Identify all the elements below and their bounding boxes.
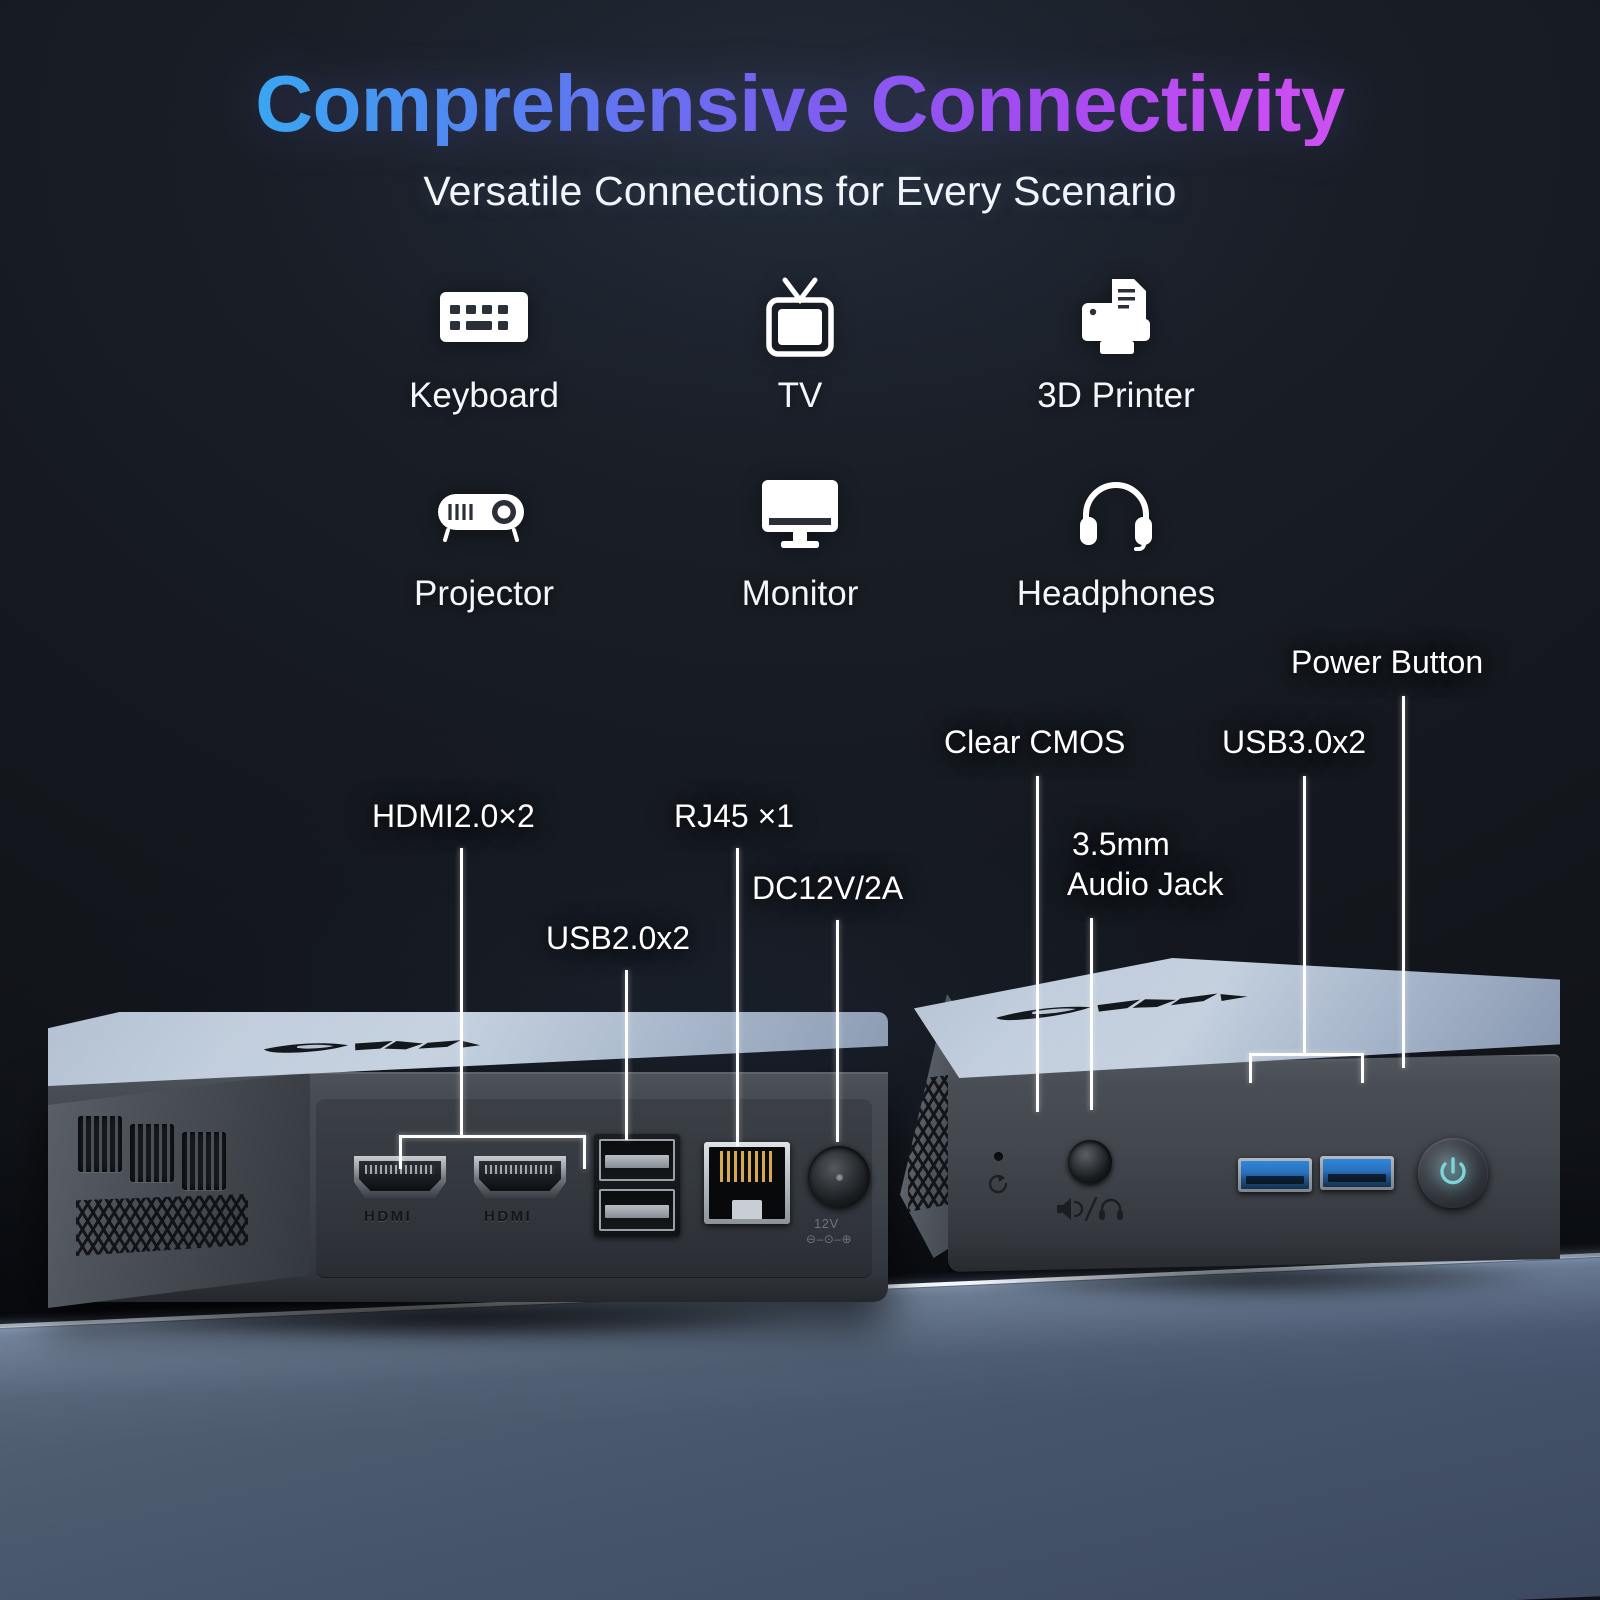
headphones-icon <box>958 472 1274 558</box>
mini-pc-rear-view: HDMI HDMI 12V ⊖–⊙–⊕ <box>48 1012 938 1344</box>
reset-arrow-icon <box>986 1172 1012 1196</box>
dc-marking-polarity: ⊖–⊙–⊕ <box>806 1232 853 1246</box>
device-item-3d-printer: 3D Printer <box>958 274 1274 416</box>
vent-mesh-pattern <box>76 1194 248 1256</box>
vent-window <box>78 1116 122 1172</box>
page-title: Comprehensive Connectivity <box>0 62 1600 146</box>
device-label: Projector <box>413 574 555 613</box>
compatible-devices-grid: Keyboard TV <box>0 274 1600 614</box>
power-button[interactable] <box>1418 1138 1488 1208</box>
clear-cmos-pinhole[interactable] <box>994 1152 1003 1161</box>
dc-marking-voltage: 12V <box>814 1216 839 1231</box>
device-item-tv: TV <box>642 274 958 416</box>
device-item-headphones: Headphones <box>958 472 1274 614</box>
bmax-logo <box>254 1039 485 1058</box>
device-label: Monitor <box>741 574 859 613</box>
hdmi-pins <box>485 1165 555 1174</box>
hdmi-port-1[interactable] <box>354 1156 446 1198</box>
hdmi-port-2[interactable] <box>474 1156 566 1198</box>
tv-icon <box>642 274 958 360</box>
device-label: Keyboard <box>409 376 559 415</box>
header: Comprehensive Connectivity Versatile Con… <box>0 62 1600 215</box>
devices-row-2: Projector Monitor <box>0 472 1600 614</box>
device-label: Headphones <box>1016 574 1216 613</box>
device-item-keyboard: Keyboard <box>326 274 642 416</box>
devices-row-1: Keyboard TV <box>0 274 1600 416</box>
device-front-face <box>948 1054 1560 1272</box>
device-item-projector: Projector <box>326 472 642 614</box>
page-subtitle: Versatile Connections for Every Scenario <box>423 168 1177 214</box>
device-item-monitor: Monitor <box>642 472 958 614</box>
device-label: 3D Printer <box>1037 376 1195 415</box>
usb2-port-stack[interactable] <box>594 1134 680 1236</box>
speaker-headphone-icon <box>1054 1196 1124 1222</box>
hdmi-port-label: HDMI <box>364 1208 413 1225</box>
keyboard-icon <box>326 274 642 360</box>
monitor-icon <box>642 472 958 558</box>
device-left-side <box>48 1072 310 1308</box>
projector-icon <box>326 472 642 558</box>
hdmi-pins <box>365 1165 435 1174</box>
usb3-port-1[interactable] <box>1238 1158 1312 1192</box>
usb2-port-bottom[interactable] <box>599 1189 675 1231</box>
vent-window <box>130 1124 174 1182</box>
rear-io-panel: HDMI HDMI 12V ⊖–⊙–⊕ <box>316 1098 872 1278</box>
device-label: TV <box>777 376 823 415</box>
3d-printer-icon <box>958 274 1274 360</box>
bmax-logo <box>988 990 1254 1027</box>
vent-window <box>182 1132 226 1190</box>
usb3-port-2[interactable] <box>1320 1156 1394 1190</box>
rj45-ethernet-port[interactable] <box>704 1142 790 1224</box>
usb2-port-top[interactable] <box>599 1139 675 1181</box>
hdmi-port-label: HDMI <box>484 1208 533 1225</box>
audio-jack-3.5mm[interactable] <box>1068 1140 1112 1184</box>
dc-power-jack[interactable] <box>808 1146 870 1208</box>
mini-pc-front-view <box>700 958 1600 1304</box>
